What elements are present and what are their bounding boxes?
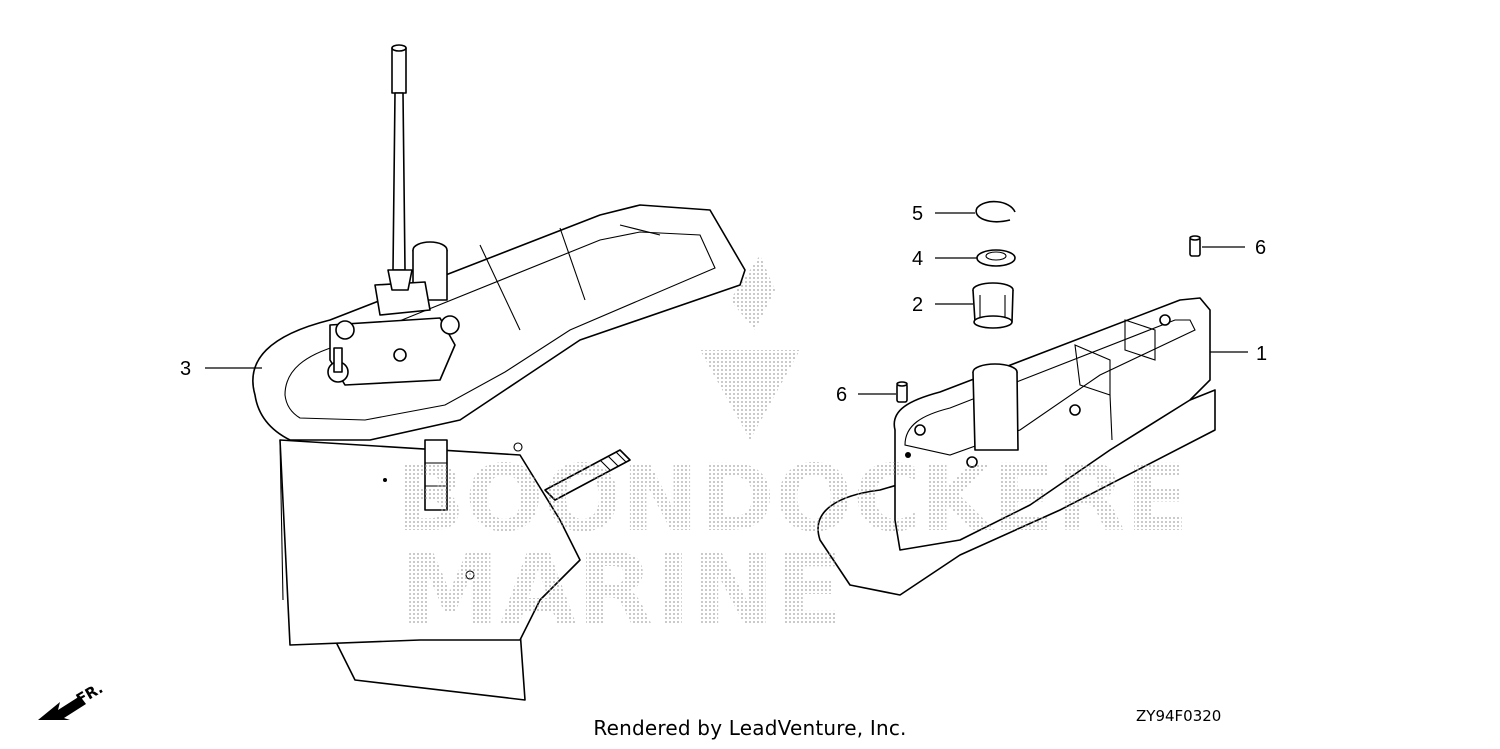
watermark: BOONDOCKERE MARINE [395,255,1188,649]
washer-part [976,249,1016,267]
diagram-code: ZY94F0320 [1136,707,1222,725]
callout-6-left: 6 [836,384,847,406]
callout-3: 3 [180,358,191,380]
callout-6-right: 6 [1255,237,1266,259]
callouts: 3 5 4 2 6 6 1 [180,203,1267,406]
dowel-pin-right [1189,235,1201,257]
snap-ring-part [975,200,1016,223]
callout-2: 2 [912,294,923,316]
bushing-part [972,282,1014,329]
callout-1: 1 [1256,343,1267,365]
render-credit: Rendered by LeadVenture, Inc. [593,716,907,740]
gear-case-assembly [252,44,746,701]
watermark-line-1: BOONDOCKERE [395,445,1188,552]
callout-4: 4 [912,248,923,270]
callout-5: 5 [912,203,923,225]
dowel-pin-left [896,381,908,403]
front-direction-arrow: FR. [38,679,106,720]
watermark-line-2: MARINE [400,532,843,649]
extension-case-assembly [817,200,1216,596]
